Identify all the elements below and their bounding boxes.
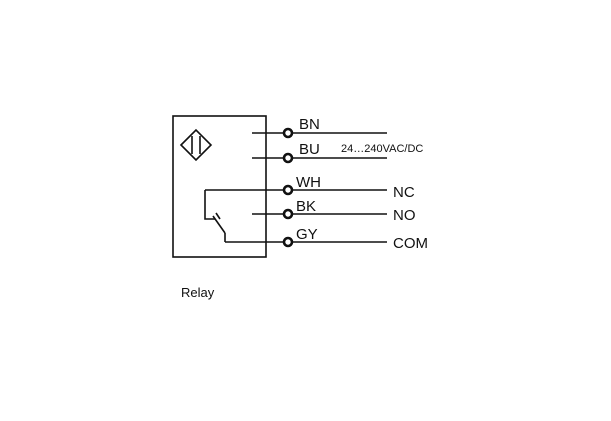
wire-code-bu: BU (299, 141, 320, 158)
sensor-symbol-icon (179, 128, 213, 162)
output-com: COM (393, 235, 428, 252)
terminals (282, 127, 294, 248)
relay-switch (204, 190, 226, 242)
supply-label: 24…240VAC/DC (341, 143, 423, 155)
wire-code-wh: WH (296, 174, 321, 191)
output-no: NO (393, 207, 416, 224)
terminal-bk (282, 208, 294, 220)
terminal-gy (282, 236, 294, 248)
wire-code-bn: BN (299, 116, 320, 133)
caption: Relay (181, 285, 215, 300)
terminal-bu (282, 152, 294, 164)
wire-code-gy: GY (296, 226, 318, 243)
terminal-bn (282, 127, 294, 139)
terminal-wh (282, 184, 294, 196)
wire-code-bk: BK (296, 198, 316, 215)
output-nc: NC (393, 184, 415, 201)
sensor-body (172, 115, 267, 258)
